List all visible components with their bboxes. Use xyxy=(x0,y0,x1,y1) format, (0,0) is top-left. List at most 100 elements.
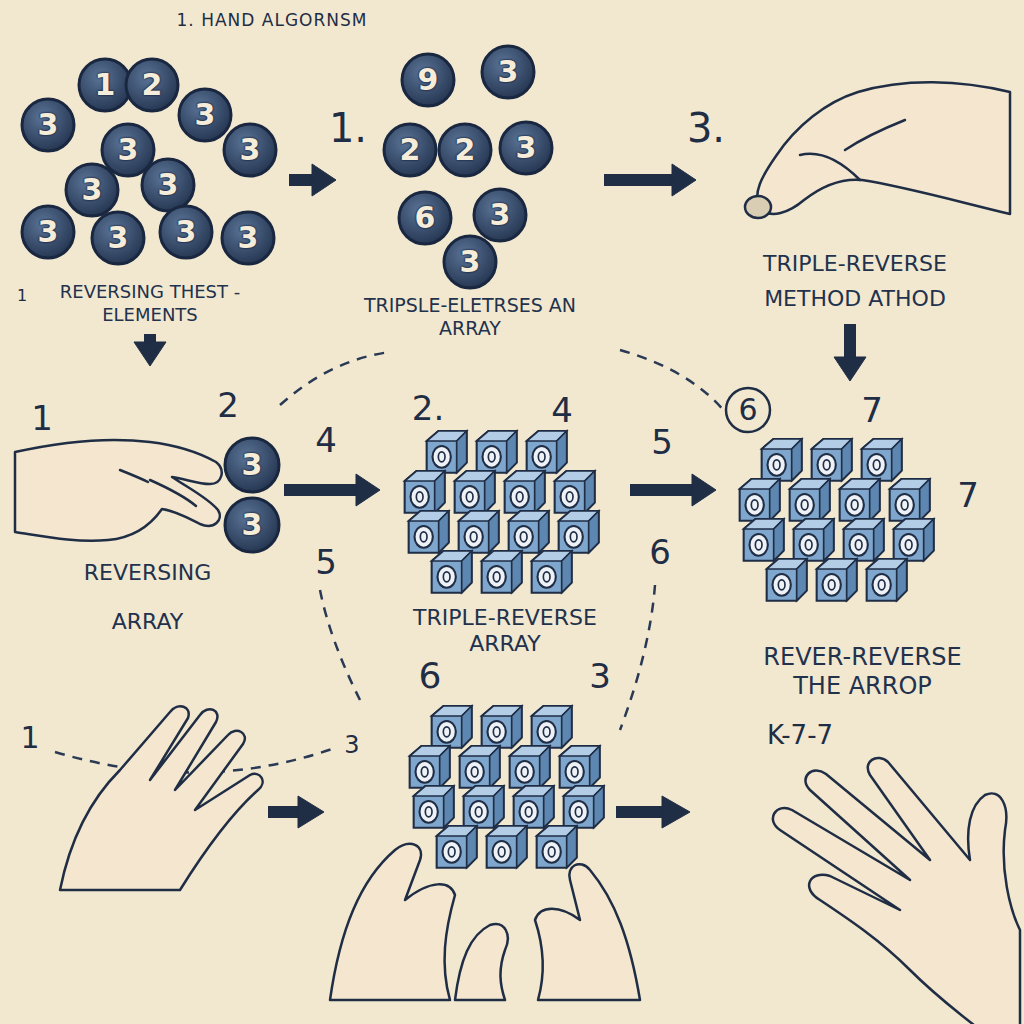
flow-arrow xyxy=(134,334,166,366)
block-arrow xyxy=(662,796,690,828)
arrow-head xyxy=(134,342,166,366)
number-ball xyxy=(402,54,454,106)
hand xyxy=(535,864,640,1000)
number-ball xyxy=(66,164,118,216)
hand xyxy=(150,480,196,506)
ball-digit: 3 xyxy=(490,200,511,230)
callout-number: 1 xyxy=(31,401,53,435)
callout-number: 4 xyxy=(551,393,573,427)
flow-arrow xyxy=(834,324,866,381)
callout-number: 2. xyxy=(412,391,444,425)
number-ring xyxy=(726,388,770,432)
number-ball xyxy=(399,192,451,244)
arrow-head xyxy=(672,164,696,196)
flow-arrow xyxy=(284,474,380,506)
block-arrow xyxy=(268,796,690,828)
illustration-panel: TRIPSLE-ELETRSES AN ARRAY xyxy=(340,55,600,345)
callout-number: 1 xyxy=(20,723,39,753)
callout-number: 4 xyxy=(315,423,337,457)
diagram-title: 1. HAND ALGORNSM xyxy=(177,10,368,30)
caption-text: TRIPLE-REVERSE ARRAY xyxy=(389,605,621,656)
callout-number: 3. xyxy=(687,108,725,148)
number-ball xyxy=(126,59,178,111)
number-ball xyxy=(482,46,534,98)
number-ball xyxy=(225,498,279,552)
hand xyxy=(745,196,771,218)
dashed-arc xyxy=(280,352,390,405)
illustration-panel: REVERSING ARRAY xyxy=(15,370,280,650)
cube-cluster xyxy=(410,706,604,868)
number-ball xyxy=(224,124,276,176)
hand xyxy=(773,758,1020,1024)
dashed-arc xyxy=(620,585,655,730)
cube-cluster xyxy=(740,439,934,601)
callout-number: 7 xyxy=(861,393,883,427)
arrow-head xyxy=(356,474,380,506)
ball-digit: 2 xyxy=(142,70,163,100)
arrow-shaft xyxy=(630,484,696,496)
ball-digit: 3 xyxy=(498,57,519,87)
note-text: K-7-7 xyxy=(767,722,833,748)
caption-text: REVERSING ARRAY xyxy=(63,549,233,646)
dashed-arc xyxy=(320,590,360,700)
caption-text: TRIPLE-REVERSE METHOD ATHOD xyxy=(735,246,975,316)
block-arrow xyxy=(616,806,664,818)
ball-digit: 3 xyxy=(118,135,139,165)
dashed-arc xyxy=(620,350,725,412)
callout-number: 6 xyxy=(738,395,757,425)
callout-number: 1 xyxy=(17,288,27,304)
number-ball xyxy=(222,212,274,264)
flow-arrow xyxy=(604,164,696,196)
ball-digit: 3 xyxy=(176,217,197,247)
callout-number: 3 xyxy=(589,659,611,693)
dashed-arc xyxy=(55,350,725,773)
block-arrow xyxy=(298,796,324,828)
caption-text: REVER-REVERSE THE ARROP xyxy=(743,643,983,701)
hand xyxy=(60,706,263,890)
hand xyxy=(15,82,1020,1024)
callout-number: 5 xyxy=(651,425,673,459)
hand xyxy=(330,844,455,1000)
ball-digit: 2 xyxy=(455,135,476,165)
arrow-shaft xyxy=(844,324,856,361)
ball-digit: 3 xyxy=(108,223,129,253)
flow-arrow xyxy=(630,474,716,506)
ball-digit: 3 xyxy=(242,450,263,480)
caption-text: TRIPSLE-ELETRSES AN ARRAY xyxy=(360,294,580,342)
ball-digit: 2 xyxy=(400,135,421,165)
ball-digit: 3 xyxy=(516,133,537,163)
hand xyxy=(120,470,148,482)
arrow-head xyxy=(692,474,716,506)
ball-digit: 3 xyxy=(158,170,179,200)
arrow-shaft xyxy=(604,174,676,186)
ball-digit: 6 xyxy=(415,203,436,233)
ball-digit: 1 xyxy=(95,70,116,100)
hand xyxy=(773,758,1020,1024)
arrow-head xyxy=(312,164,336,196)
flow-arrow xyxy=(289,164,336,196)
illustration-panel: REVER-REVERSE THE ARROP xyxy=(720,385,1005,705)
callout-number: 6 xyxy=(419,658,442,694)
callout-number: 3 xyxy=(344,733,359,757)
number-ball xyxy=(474,189,526,241)
caption-text: REVERSING THEST - ELEMENTS xyxy=(35,281,265,326)
number-ball xyxy=(22,206,74,258)
callout-number: 1. xyxy=(329,108,367,148)
callout-number: 5 xyxy=(315,545,337,579)
hand xyxy=(800,154,860,180)
hand xyxy=(845,120,905,150)
illustration-panel: TRIPLE-REVERSE METHOD ATHOD xyxy=(700,70,1010,320)
ball-digit: 3 xyxy=(242,510,263,540)
number-ball xyxy=(444,236,496,288)
number-ball xyxy=(160,206,212,258)
arrow-head xyxy=(834,357,866,381)
number-ball xyxy=(92,212,144,264)
callout-number: 2 xyxy=(217,388,239,422)
ball-digit: 3 xyxy=(82,175,103,205)
ball-digit: 3 xyxy=(38,110,59,140)
ball-digit: 3 xyxy=(38,217,59,247)
hand xyxy=(757,82,1010,214)
